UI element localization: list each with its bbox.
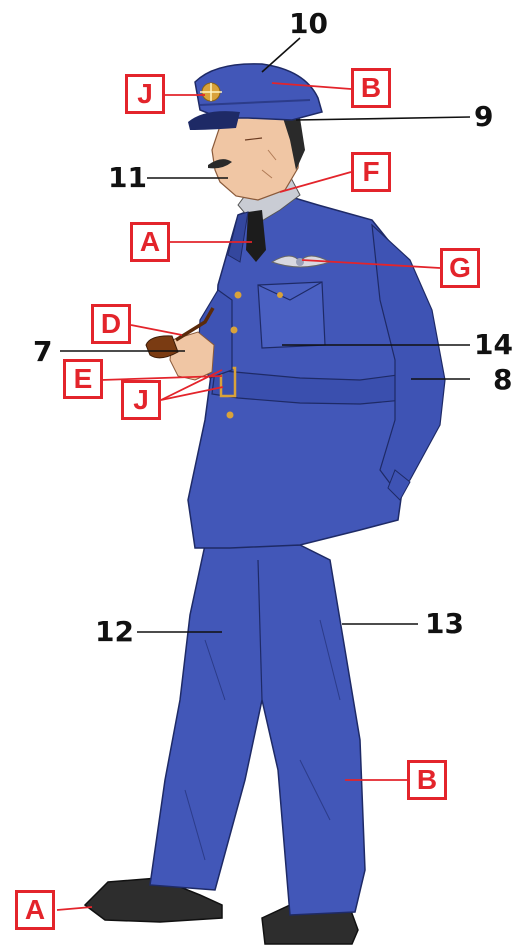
callout-A-tie: A	[130, 222, 170, 262]
cap-peak	[188, 111, 240, 130]
button	[277, 292, 283, 298]
callout-D-pipe: D	[91, 304, 131, 344]
callout-B-trousers: B	[407, 760, 447, 800]
button	[235, 292, 242, 299]
callout-A-shoe: A	[15, 890, 55, 930]
callout-8: 8	[493, 366, 512, 394]
callout-7: 7	[33, 338, 52, 366]
trousers	[150, 545, 365, 915]
button	[231, 327, 238, 334]
callout-14: 14	[474, 331, 513, 359]
callout-B-cap: B	[351, 68, 391, 108]
callout-10: 10	[289, 10, 328, 38]
pipe	[146, 336, 178, 358]
callout-E-hand: E	[63, 359, 103, 399]
breast-pocket	[258, 282, 325, 348]
callout-13: 13	[425, 610, 464, 638]
callout-F-collar: F	[351, 152, 391, 192]
callout-G-wings: G	[440, 248, 480, 288]
button	[227, 412, 234, 419]
callout-J-cap-badge: J	[125, 74, 165, 114]
callout-9: 9	[474, 103, 493, 131]
callout-12: 12	[95, 618, 134, 646]
callout-11: 11	[108, 164, 147, 192]
callout-J-buttons: J	[121, 380, 161, 420]
